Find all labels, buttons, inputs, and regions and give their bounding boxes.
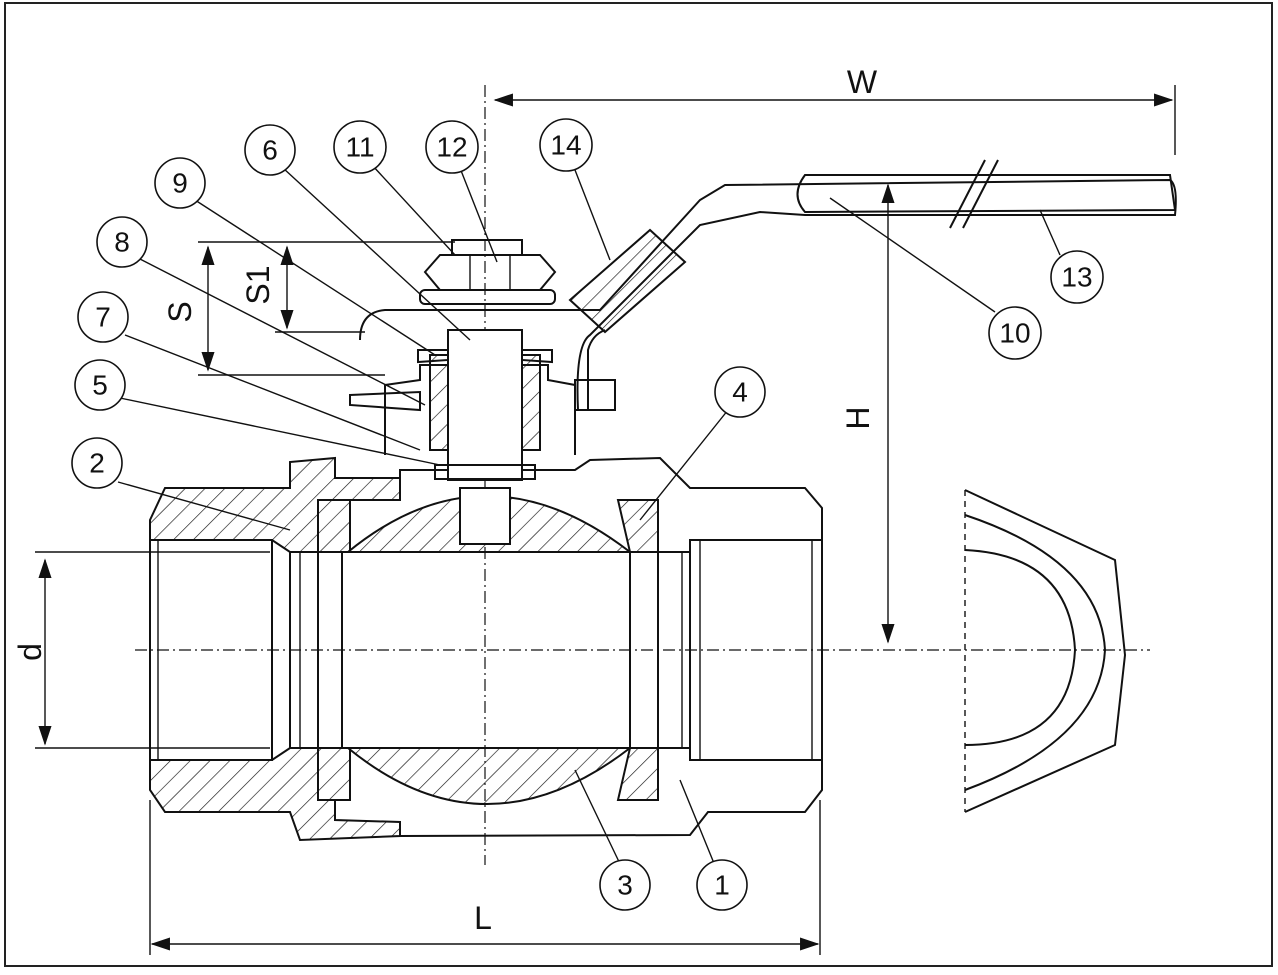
dimension-S1: S1: [240, 245, 365, 333]
frame-border: [4, 2, 1273, 967]
callout-14: 14: [539, 118, 593, 172]
callout-1-label: 1: [714, 870, 730, 901]
dim-label-W: W: [847, 64, 878, 100]
callout-9-label: 9: [172, 168, 188, 199]
callout-4: 4: [714, 366, 766, 418]
ball: [345, 487, 633, 805]
dimension-H: H: [840, 183, 895, 644]
callout-13-label: 13: [1061, 262, 1092, 293]
callout-6: 6: [244, 124, 296, 176]
callout-9: 9: [154, 157, 206, 209]
callout-7: 7: [77, 291, 129, 343]
dim-label-L: L: [474, 900, 492, 936]
callout-10-label: 10: [999, 318, 1030, 349]
callout-7-label: 7: [95, 302, 111, 333]
callout-2-label: 2: [89, 448, 105, 479]
callout-3-label: 3: [617, 870, 633, 901]
callout-10: 10: [988, 306, 1042, 360]
nut-assembly: [419, 239, 557, 305]
dimension-S: S: [162, 241, 455, 376]
dimension-d: d: [12, 551, 270, 749]
callout-2: 2: [71, 437, 123, 489]
callout-14-label: 14: [550, 130, 581, 161]
callout-6-label: 6: [262, 135, 278, 166]
dim-label-S: S: [162, 301, 198, 322]
dim-label-H: H: [840, 406, 876, 429]
dimension-L: L: [149, 800, 821, 955]
callout-11-label: 11: [345, 132, 374, 163]
callout-12-label: 12: [436, 132, 467, 163]
leader-lines: [117, 164, 1061, 879]
dim-label-S1: S1: [240, 265, 276, 304]
callout-8: 8: [96, 216, 148, 268]
callout-12: 12: [425, 120, 479, 174]
callout-5: 5: [74, 359, 126, 411]
callout-1: 1: [696, 859, 748, 911]
dimension-W: W: [493, 64, 1176, 155]
callout-8-label: 8: [114, 227, 130, 258]
part-callouts: 1 2 3 4 5 6 7 8: [71, 118, 1104, 911]
stem: [417, 329, 553, 481]
dim-label-d: d: [12, 643, 48, 661]
handle: [359, 159, 1177, 411]
callout-4-label: 4: [732, 377, 748, 408]
callout-5-label: 5: [92, 370, 108, 401]
callout-13: 13: [1050, 250, 1104, 304]
callout-3: 3: [599, 859, 651, 911]
handle-end-view: [964, 489, 1127, 813]
callout-11: 11: [333, 120, 387, 174]
